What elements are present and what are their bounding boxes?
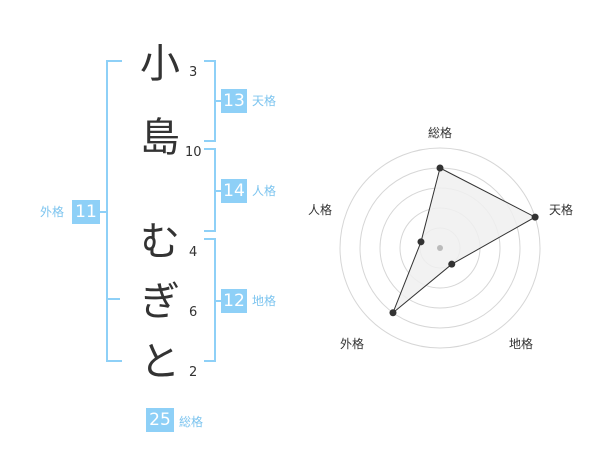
stroke-count-4: 6: [189, 305, 198, 320]
jinkaku-label: 人格: [252, 184, 277, 198]
gaikaku-bracket: [106, 60, 122, 362]
tenkaku-value: 13: [221, 89, 247, 113]
jinkaku-value: 14: [221, 179, 247, 203]
radar-label-soukaku: 総格: [428, 126, 453, 140]
jinkaku-connector: [216, 190, 221, 192]
stroke-count-2: 10: [185, 145, 202, 160]
radar-center: [437, 245, 443, 251]
stroke-count-5: 2: [189, 365, 198, 380]
gaikaku-label: 外格: [40, 205, 65, 219]
soukaku-value: 25: [146, 408, 174, 432]
radar-point-4: [417, 238, 425, 246]
gaikaku-bracket-split: [106, 298, 120, 300]
radar-point-0: [436, 164, 444, 172]
name-char-2: 島: [140, 115, 180, 161]
radar-label-chikaku: 地格: [509, 337, 534, 351]
tenkaku-bracket: [204, 60, 216, 142]
chikaku-bracket: [204, 238, 216, 362]
radar-point-1: [531, 213, 539, 221]
soukaku-label: 総格: [179, 415, 204, 429]
radar-label-tenkaku: 天格: [549, 203, 574, 217]
jinkaku-bracket: [204, 148, 216, 232]
name-char-1: 小: [140, 41, 180, 87]
chikaku-value: 12: [221, 289, 247, 313]
gaikaku-value: 11: [72, 200, 100, 224]
radar-label-gaikaku: 外格: [340, 337, 365, 351]
radar-point-2: [448, 260, 456, 268]
chikaku-connector: [216, 300, 221, 302]
tenkaku-label: 天格: [252, 94, 277, 108]
stroke-count-3: 4: [189, 245, 198, 260]
name-char-4: ぎ: [140, 279, 180, 325]
tenkaku-connector: [216, 100, 221, 102]
radar-ring-5: [339, 147, 541, 349]
radar-label-jinkaku: 人格: [308, 203, 333, 217]
radar-point-3: [389, 309, 397, 317]
stroke-count-1: 3: [189, 65, 198, 80]
chikaku-label: 地格: [252, 294, 277, 308]
name-char-5: と: [140, 339, 180, 385]
name-char-3: む: [140, 219, 180, 265]
gaikaku-connector: [100, 211, 106, 213]
radar-polygon: [392, 167, 537, 314]
